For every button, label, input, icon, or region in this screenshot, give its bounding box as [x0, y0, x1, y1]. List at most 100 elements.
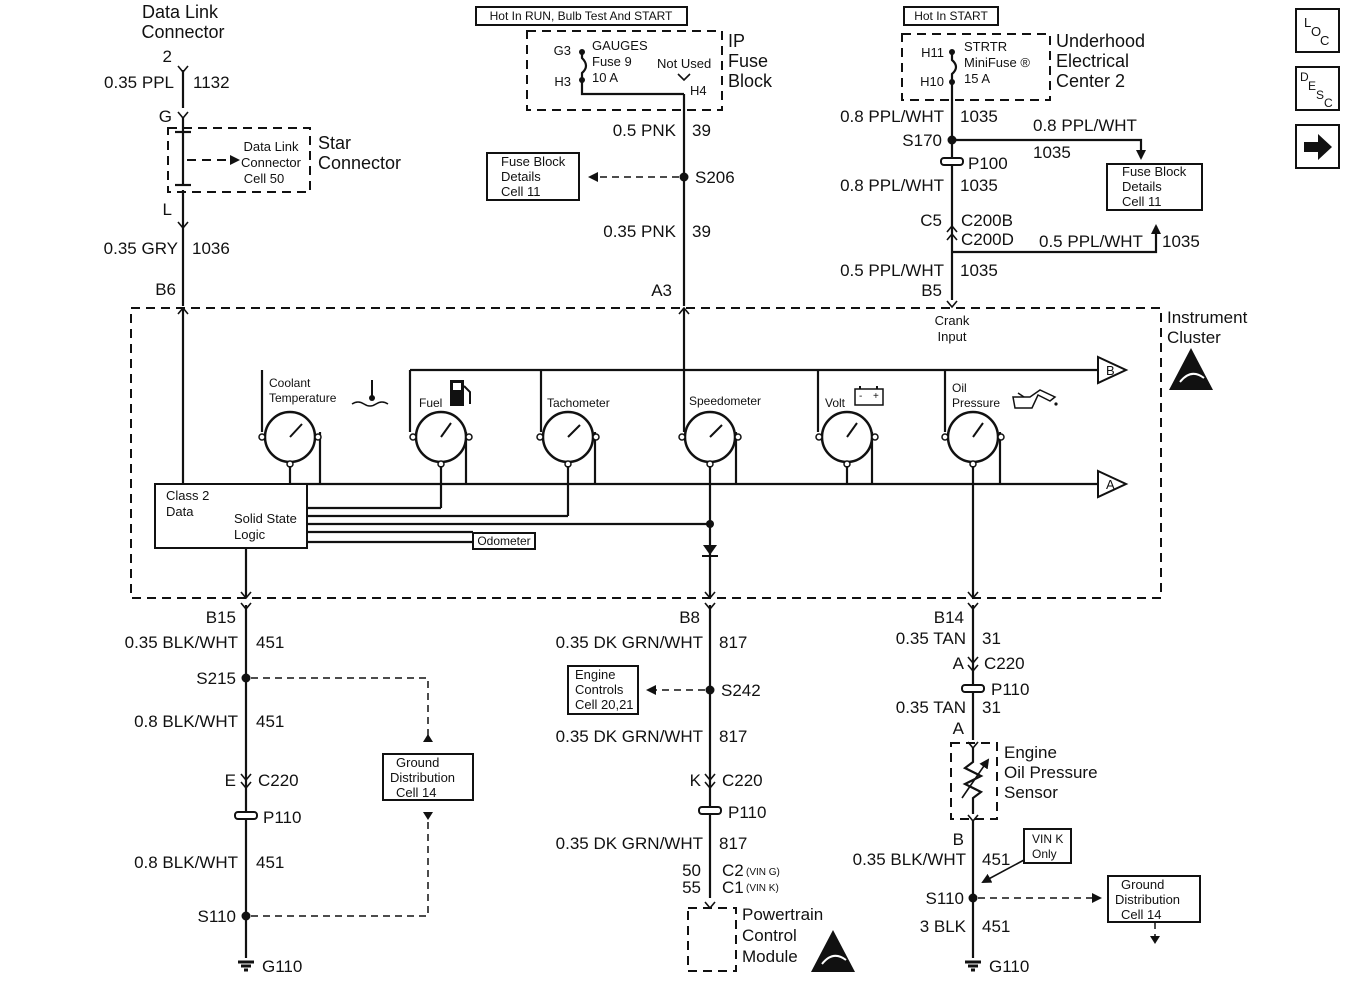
s215-splice: [241, 673, 251, 683]
mid-wire-3: 0.35 DK GRN/WHT: [556, 834, 703, 853]
ground-distribution-right[interactable]: [1107, 875, 1201, 923]
s215-label: S215: [196, 669, 236, 688]
pnk-circuit-2: 39: [692, 222, 711, 241]
dlc-wire: 0.35 PPL: [104, 73, 174, 92]
vin-k-only-box: [1023, 828, 1072, 864]
underhood-fuse-box: [901, 33, 1051, 101]
b6-pin: B6: [155, 280, 176, 299]
mid-circuit-1: 817: [719, 633, 747, 652]
fbd1-line3: Cell 11: [501, 184, 541, 199]
gauges-fuse-1: GAUGES: [592, 38, 648, 53]
mid-k-pin: K: [690, 771, 702, 790]
hot-run-label-box: [475, 6, 688, 26]
strtr-fuse-1: STRTR: [964, 39, 1007, 54]
arrow-right-icon: [1304, 134, 1332, 160]
left-s110: S110: [198, 907, 236, 926]
b5-pin: B5: [921, 281, 942, 300]
fuel-pump-icon: [450, 380, 471, 406]
vin-k: (VIN K): [746, 883, 779, 894]
loc-l: L: [1304, 15, 1311, 30]
oil-pressure-gauge: Oil Pressure: [941, 381, 1058, 598]
vin-k-2: Only: [1032, 847, 1057, 861]
pcm-circuit: B8 0.35 DK GRN/WHT 817 S242 Engine Contr…: [556, 602, 855, 972]
pcm-box: [687, 907, 737, 972]
right-circuit-3: 451: [982, 850, 1010, 869]
pnk-wire-1: 0.5 PNK: [613, 121, 677, 140]
svg-text:-: -: [859, 391, 862, 402]
fbd2-line3: Cell 11: [1122, 194, 1162, 209]
p100-label: P100: [968, 154, 1008, 173]
pnk-wire-2: 0.35 PNK: [603, 222, 676, 241]
ssl-label-1: Solid State: [234, 511, 297, 526]
left-c220: C220: [258, 771, 299, 790]
s242-label: S242: [721, 681, 761, 700]
right-s110: S110: [926, 889, 964, 908]
volt-gauge: Volt - +: [815, 386, 884, 484]
right-wire-3: 0.35 BLK/WHT: [853, 850, 966, 869]
ssl-label-2: Logic: [234, 527, 266, 542]
mid-wire-1: 0.35 DK GRN/WHT: [556, 633, 703, 652]
location-button[interactable]: L O C: [1295, 8, 1340, 53]
underhood-circuit: Hot In START H11 H10 STRTR MiniFuse ® 15…: [840, 6, 1203, 309]
svg-text:+: +: [873, 391, 879, 402]
loc-c: C: [1320, 33, 1329, 48]
gnd-left-1: Ground: [396, 755, 439, 770]
coolant-gauge: Coolant Temperature: [258, 376, 389, 508]
description-button[interactable]: D E S C: [1295, 66, 1340, 111]
ec-line2: Controls: [575, 682, 624, 697]
ppl-circuit-1: 1035: [960, 107, 998, 126]
hot-start-label-box: [903, 6, 999, 26]
left-circuit-1: 451: [256, 633, 284, 652]
mid-circuit-2: 817: [719, 727, 747, 746]
cluster-title-1: Instrument: [1167, 308, 1248, 327]
pnk-circuit-1: 39: [692, 121, 711, 140]
uec-title-1: Underhood: [1056, 31, 1145, 51]
oil-sensor-box: [950, 742, 998, 820]
gnd-right-3: Cell 14: [1121, 907, 1161, 922]
left-p110: P110: [263, 808, 301, 827]
fuse-block-details-2[interactable]: [1106, 163, 1203, 211]
right-c220: C220: [984, 654, 1025, 673]
oil-label-1: Oil: [952, 381, 967, 395]
not-used-label: Not Used: [657, 56, 711, 71]
volt-label: Volt: [825, 396, 846, 410]
esd-warning-icon: [1169, 348, 1213, 390]
fbd2-line2: Details: [1122, 179, 1162, 194]
bus-b-label: B: [1106, 363, 1115, 378]
desc-s: S: [1316, 88, 1324, 102]
hot-start-label: Hot In START: [914, 9, 988, 23]
gry-circuit: 1036: [192, 239, 230, 258]
ground-distribution-left[interactable]: [382, 753, 474, 801]
right-a2-pin: A: [953, 719, 965, 738]
class2-label-1: Class 2: [166, 488, 209, 503]
sensor-title-1: Engine: [1004, 743, 1057, 762]
thermometer-icon: [351, 380, 389, 407]
instrument-cluster-box: [130, 307, 1162, 599]
star-l-label: L: [163, 200, 172, 219]
coolant-label-2: Temperature: [269, 391, 337, 405]
star-connector-box: [167, 127, 311, 193]
next-arrow-button[interactable]: [1295, 124, 1340, 169]
desc-d: D: [1300, 70, 1309, 84]
left-e-pin: E: [225, 771, 236, 790]
tach-label: Tachometer: [547, 396, 610, 410]
pin-50: 50: [682, 861, 701, 880]
battery-icon: - +: [854, 386, 884, 406]
star-inner-1: Data Link: [244, 139, 299, 154]
solid-state-logic-box: [154, 483, 308, 549]
fuse-block-details-1[interactable]: [486, 152, 580, 201]
left-wire-1: 0.35 BLK/WHT: [125, 633, 238, 652]
sensor-title-3: Sensor: [1004, 783, 1058, 802]
ec-line1: Engine: [575, 667, 615, 682]
diode-symbol: [703, 545, 717, 555]
desc-c: C: [1324, 96, 1333, 110]
star-inner-2: Connector: [241, 155, 302, 170]
ppl-branch-circuit: 1035: [1033, 143, 1071, 162]
s206-label: S206: [695, 168, 735, 187]
star-g-label: G: [159, 107, 172, 126]
ground-symbol-left: [238, 960, 254, 972]
dlc-title-2: Connector: [141, 22, 224, 42]
star-title-1: Star: [318, 133, 351, 153]
engine-controls-box[interactable]: [567, 665, 639, 715]
oil-sensor-circuit: B14 0.35 TAN 31 A C220 P110 0.35 TAN 31 …: [853, 602, 1201, 976]
